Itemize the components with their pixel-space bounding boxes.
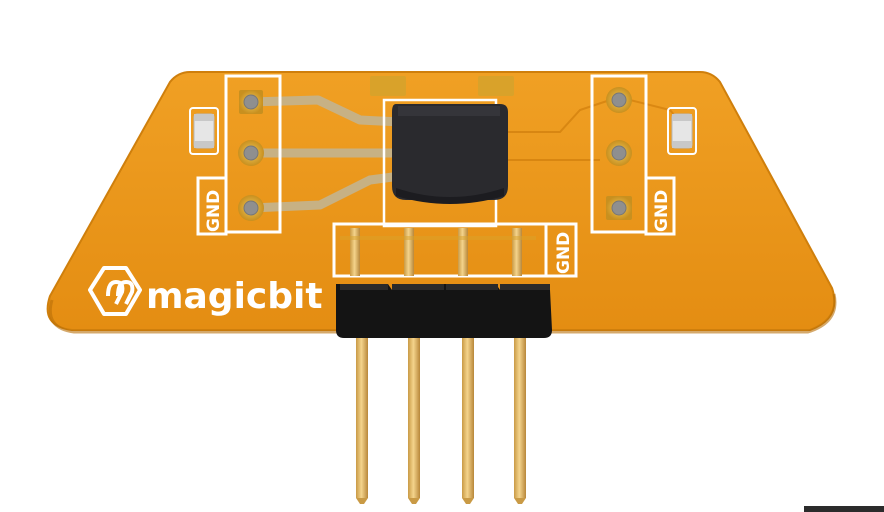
sensor-chip bbox=[392, 104, 508, 204]
corner-mark bbox=[804, 506, 884, 512]
smd-resistor-left bbox=[189, 107, 219, 155]
left-gnd-label: GND bbox=[204, 190, 224, 232]
smd-resistor-right bbox=[667, 107, 697, 155]
smd-pad bbox=[370, 76, 406, 96]
center-gnd-label: GND bbox=[554, 232, 574, 274]
header-pins-vertical bbox=[356, 338, 526, 504]
center-header-footprint bbox=[332, 222, 578, 278]
left-header-footprint bbox=[224, 74, 282, 234]
right-header-footprint bbox=[590, 74, 648, 234]
gnd-label-box bbox=[196, 176, 228, 236]
right-gnd-label: GND bbox=[652, 190, 672, 232]
pin-header-plastic bbox=[336, 284, 552, 338]
smd-pad bbox=[478, 76, 514, 96]
gnd-label-box bbox=[644, 176, 676, 236]
brand-name: magicbit bbox=[146, 276, 323, 317]
magicbit-logo-icon bbox=[88, 266, 142, 316]
header-pins-horizontal bbox=[340, 228, 536, 276]
